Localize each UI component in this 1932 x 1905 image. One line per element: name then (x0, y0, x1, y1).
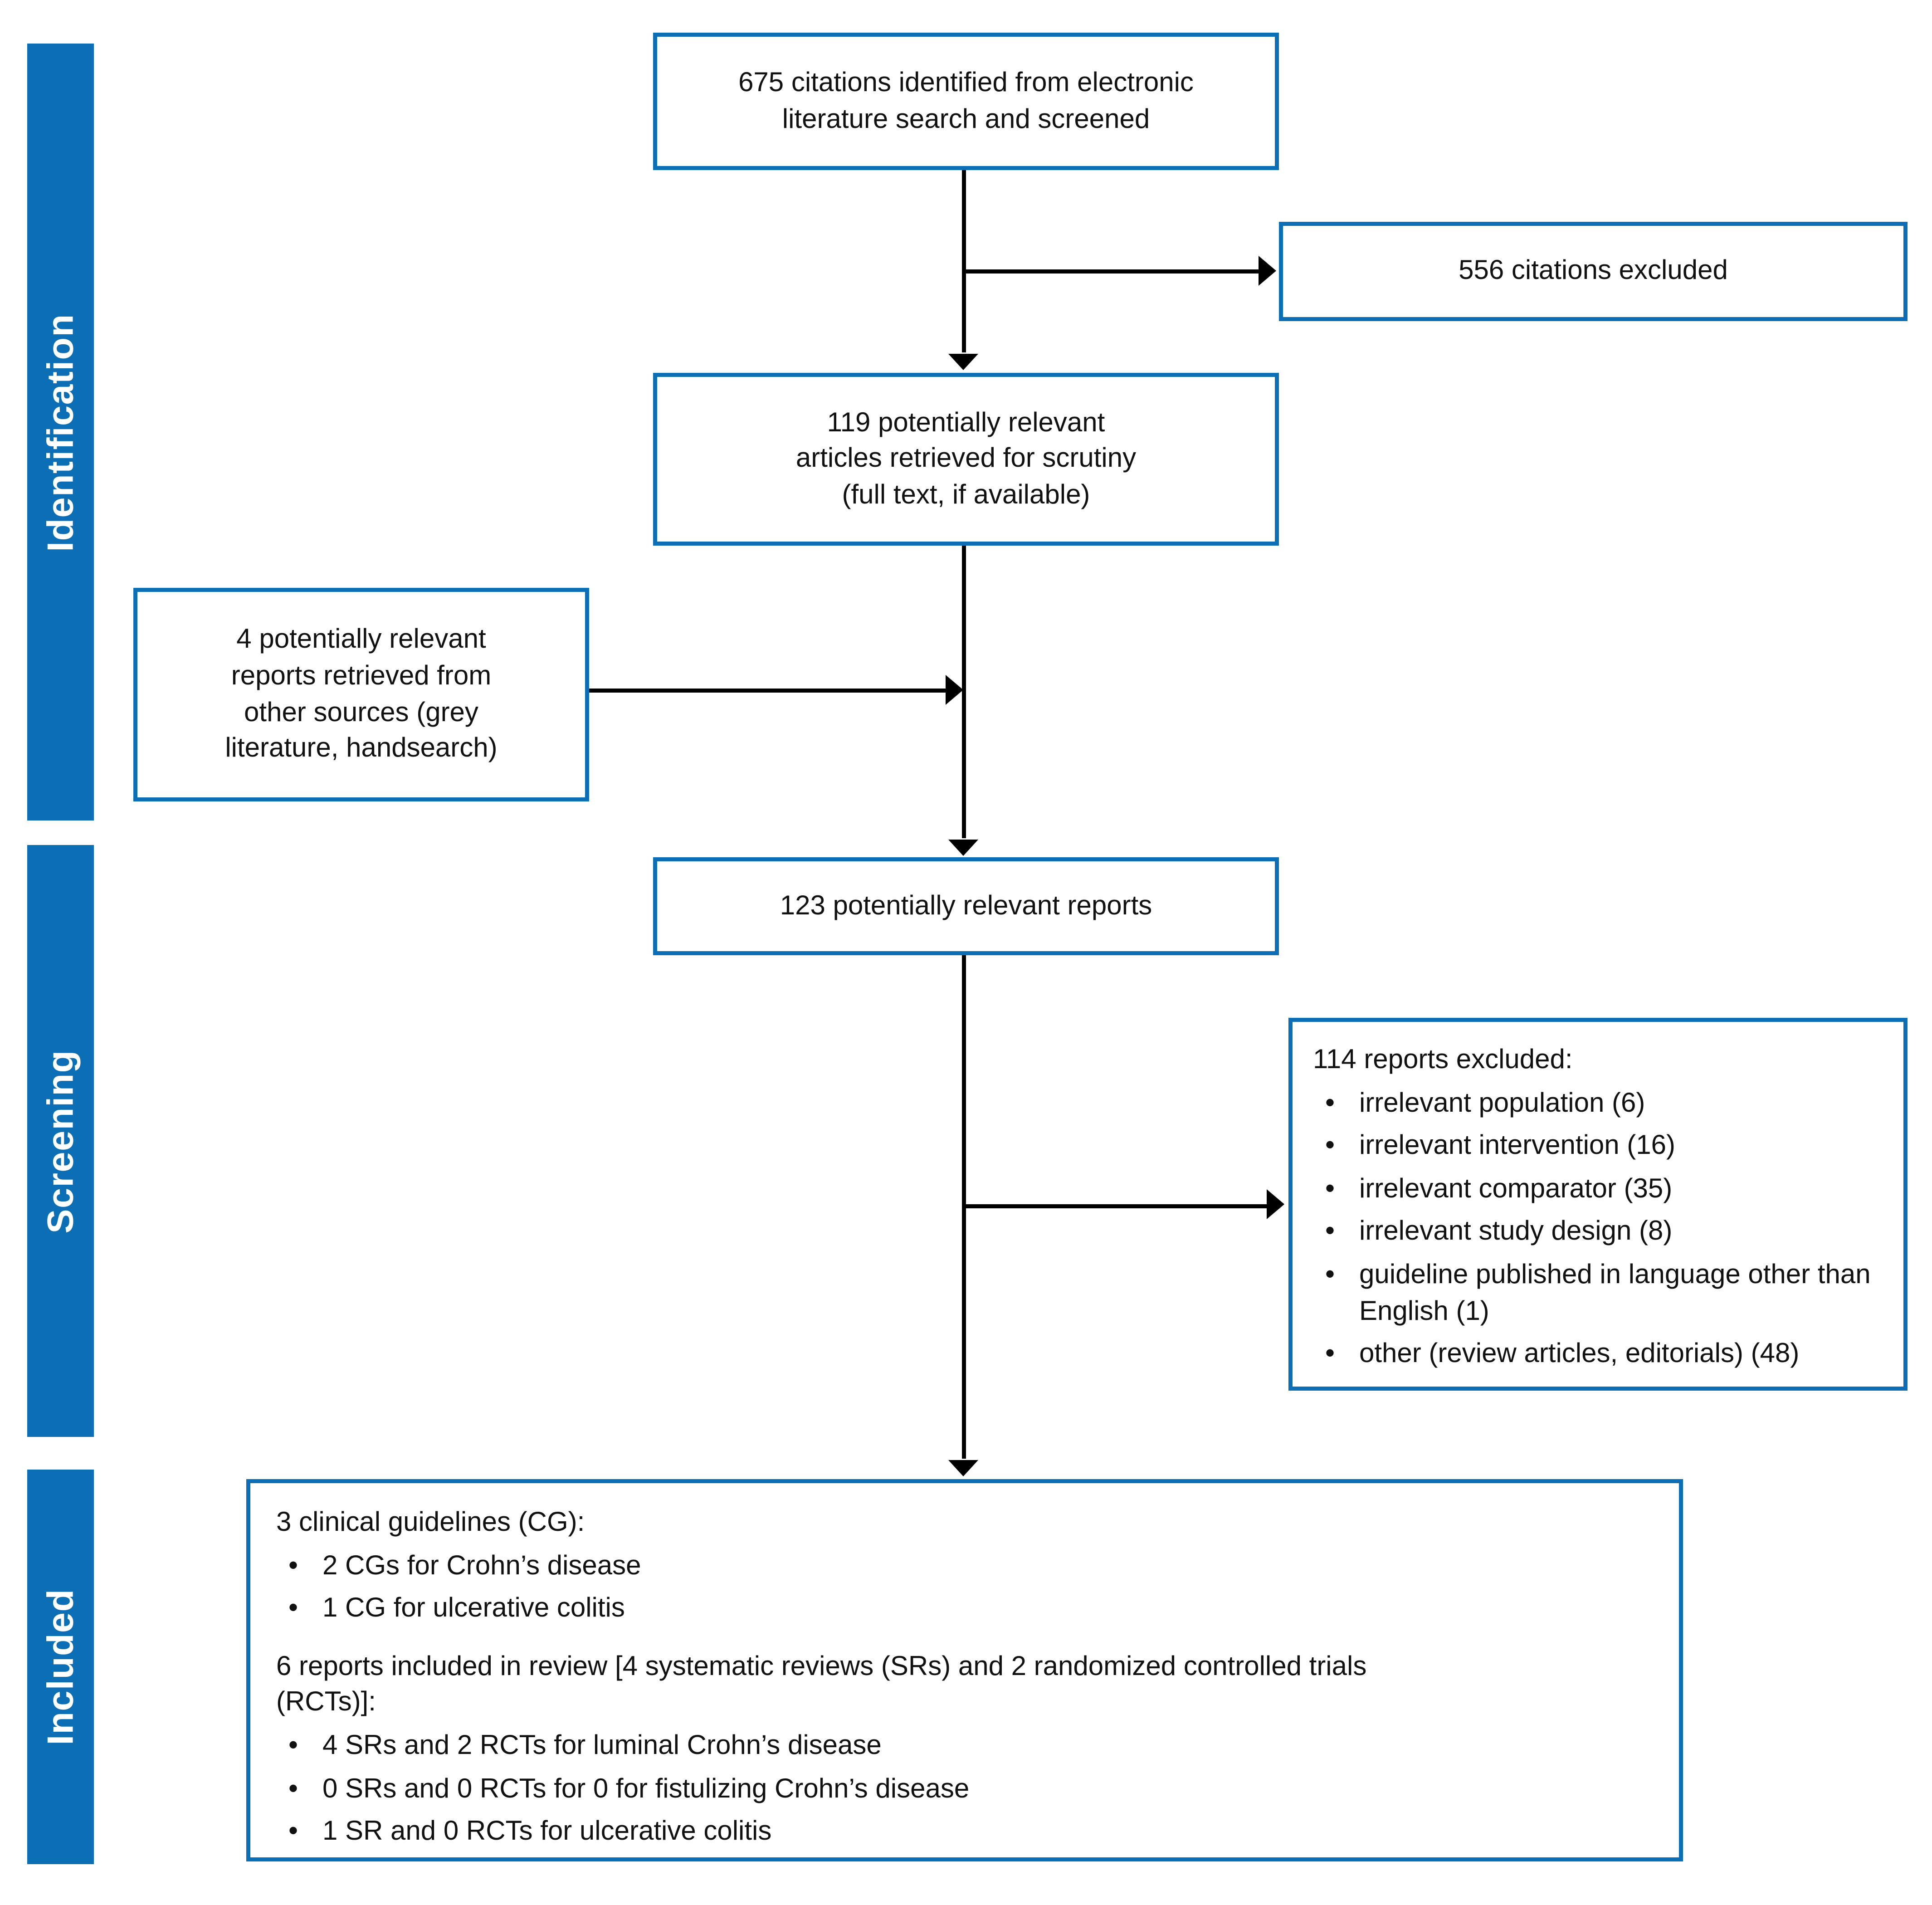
bullet-item: 1 SR and 0 RCTs for ulcerative colitis (276, 1814, 1663, 1850)
text-line: other sources (grey (244, 697, 478, 728)
text-line: literature search and screened (782, 104, 1150, 134)
bullet-item: irrelevant intervention (16) (1313, 1128, 1893, 1165)
box-reports-excluded: 114 reports excluded: irrelevant populat… (1288, 1018, 1908, 1391)
arrowhead-down-123-to-included-icon (948, 1460, 978, 1476)
box-potentially-relevant-reports: 123 potentially relevant reports (653, 857, 1279, 955)
text-line: 119 potentially relevant (827, 407, 1105, 438)
box-other-sources: 4 potentially relevant reports retrieved … (133, 588, 589, 801)
stage-bar-screening: Screening (27, 845, 94, 1437)
box-articles-retrieved: 119 potentially relevant articles retriev… (653, 373, 1279, 546)
text-line: reports retrieved from (231, 661, 492, 691)
text-line: 556 citations excluded (1459, 256, 1728, 286)
bullet-item: 1 CG for ulcerative colitis (276, 1591, 1663, 1627)
arrowhead-right-to-556-icon (1259, 256, 1276, 286)
reports-heading: 6 reports included in review [4 systemat… (276, 1649, 1663, 1721)
stage-bar-included: Included (27, 1470, 94, 1864)
guidelines-heading: 3 clinical guidelines (CG): (276, 1508, 585, 1538)
text-line: 6 reports included in review [4 systemat… (276, 1651, 1367, 1682)
bullet-item: irrelevant comparator (35) (1313, 1171, 1893, 1207)
bullet-item: 4 SRs and 2 RCTs for luminal Crohn’s dis… (276, 1728, 1663, 1764)
text-line: (full text, if available) (842, 480, 1090, 510)
stage-label-included: Included (39, 1588, 80, 1745)
box-included-studies: 3 clinical guidelines (CG): 2 CGs for Cr… (246, 1479, 1683, 1861)
arrow-line-119-to-123 (962, 546, 966, 838)
bullet-item: other (review articles, editorials) (48) (1313, 1336, 1893, 1373)
arrowhead-right-other-sources-icon (946, 675, 963, 705)
bullet-item: 0 SRs and 0 RCTs for 0 for fistulizing C… (276, 1771, 1663, 1807)
arrowhead-right-to-114-icon (1267, 1189, 1284, 1219)
bullet-item: irrelevant population (6) (1313, 1085, 1893, 1122)
arrow-line-to-114-excluded (962, 1204, 1267, 1208)
arrowhead-down-675-to-119-icon (948, 354, 978, 370)
guidelines-bullet-list: 2 CGs for Crohn’s disease 1 CG for ulcera… (276, 1548, 1663, 1627)
text-line: 675 citations identified from electronic (738, 68, 1194, 98)
stage-label-screening: Screening (39, 1049, 80, 1233)
bullet-item: irrelevant study design (8) (1313, 1214, 1893, 1250)
stage-bar-identification: Identification (27, 44, 94, 821)
excluded-bullet-list: irrelevant population (6) irrelevant inte… (1313, 1085, 1893, 1373)
text-line: literature, handsearch) (225, 733, 498, 764)
excluded-heading: 114 reports excluded: (1313, 1045, 1573, 1075)
stage-label-identification: Identification (39, 313, 80, 551)
arrowhead-down-119-to-123-icon (948, 840, 978, 856)
arrow-line-675-to-119 (962, 170, 966, 352)
arrow-line-to-556-excluded (962, 269, 1259, 274)
reports-bullet-list: 4 SRs and 2 RCTs for luminal Crohn’s dis… (276, 1728, 1663, 1850)
text-line: articles retrieved for scrutiny (795, 444, 1137, 474)
bullet-item: 2 CGs for Crohn’s disease (276, 1548, 1663, 1584)
bullet-item: guideline published in language other th… (1313, 1257, 1893, 1330)
text-line: 4 potentially relevant (236, 625, 486, 655)
text-line: 123 potentially relevant reports (780, 891, 1152, 921)
box-citations-identified: 675 citations identified from electronic… (653, 33, 1279, 170)
text-line: (RCTs)]: (276, 1688, 376, 1718)
arrow-line-other-sources-to-flow (589, 689, 946, 693)
box-citations-excluded: 556 citations excluded (1279, 222, 1908, 321)
